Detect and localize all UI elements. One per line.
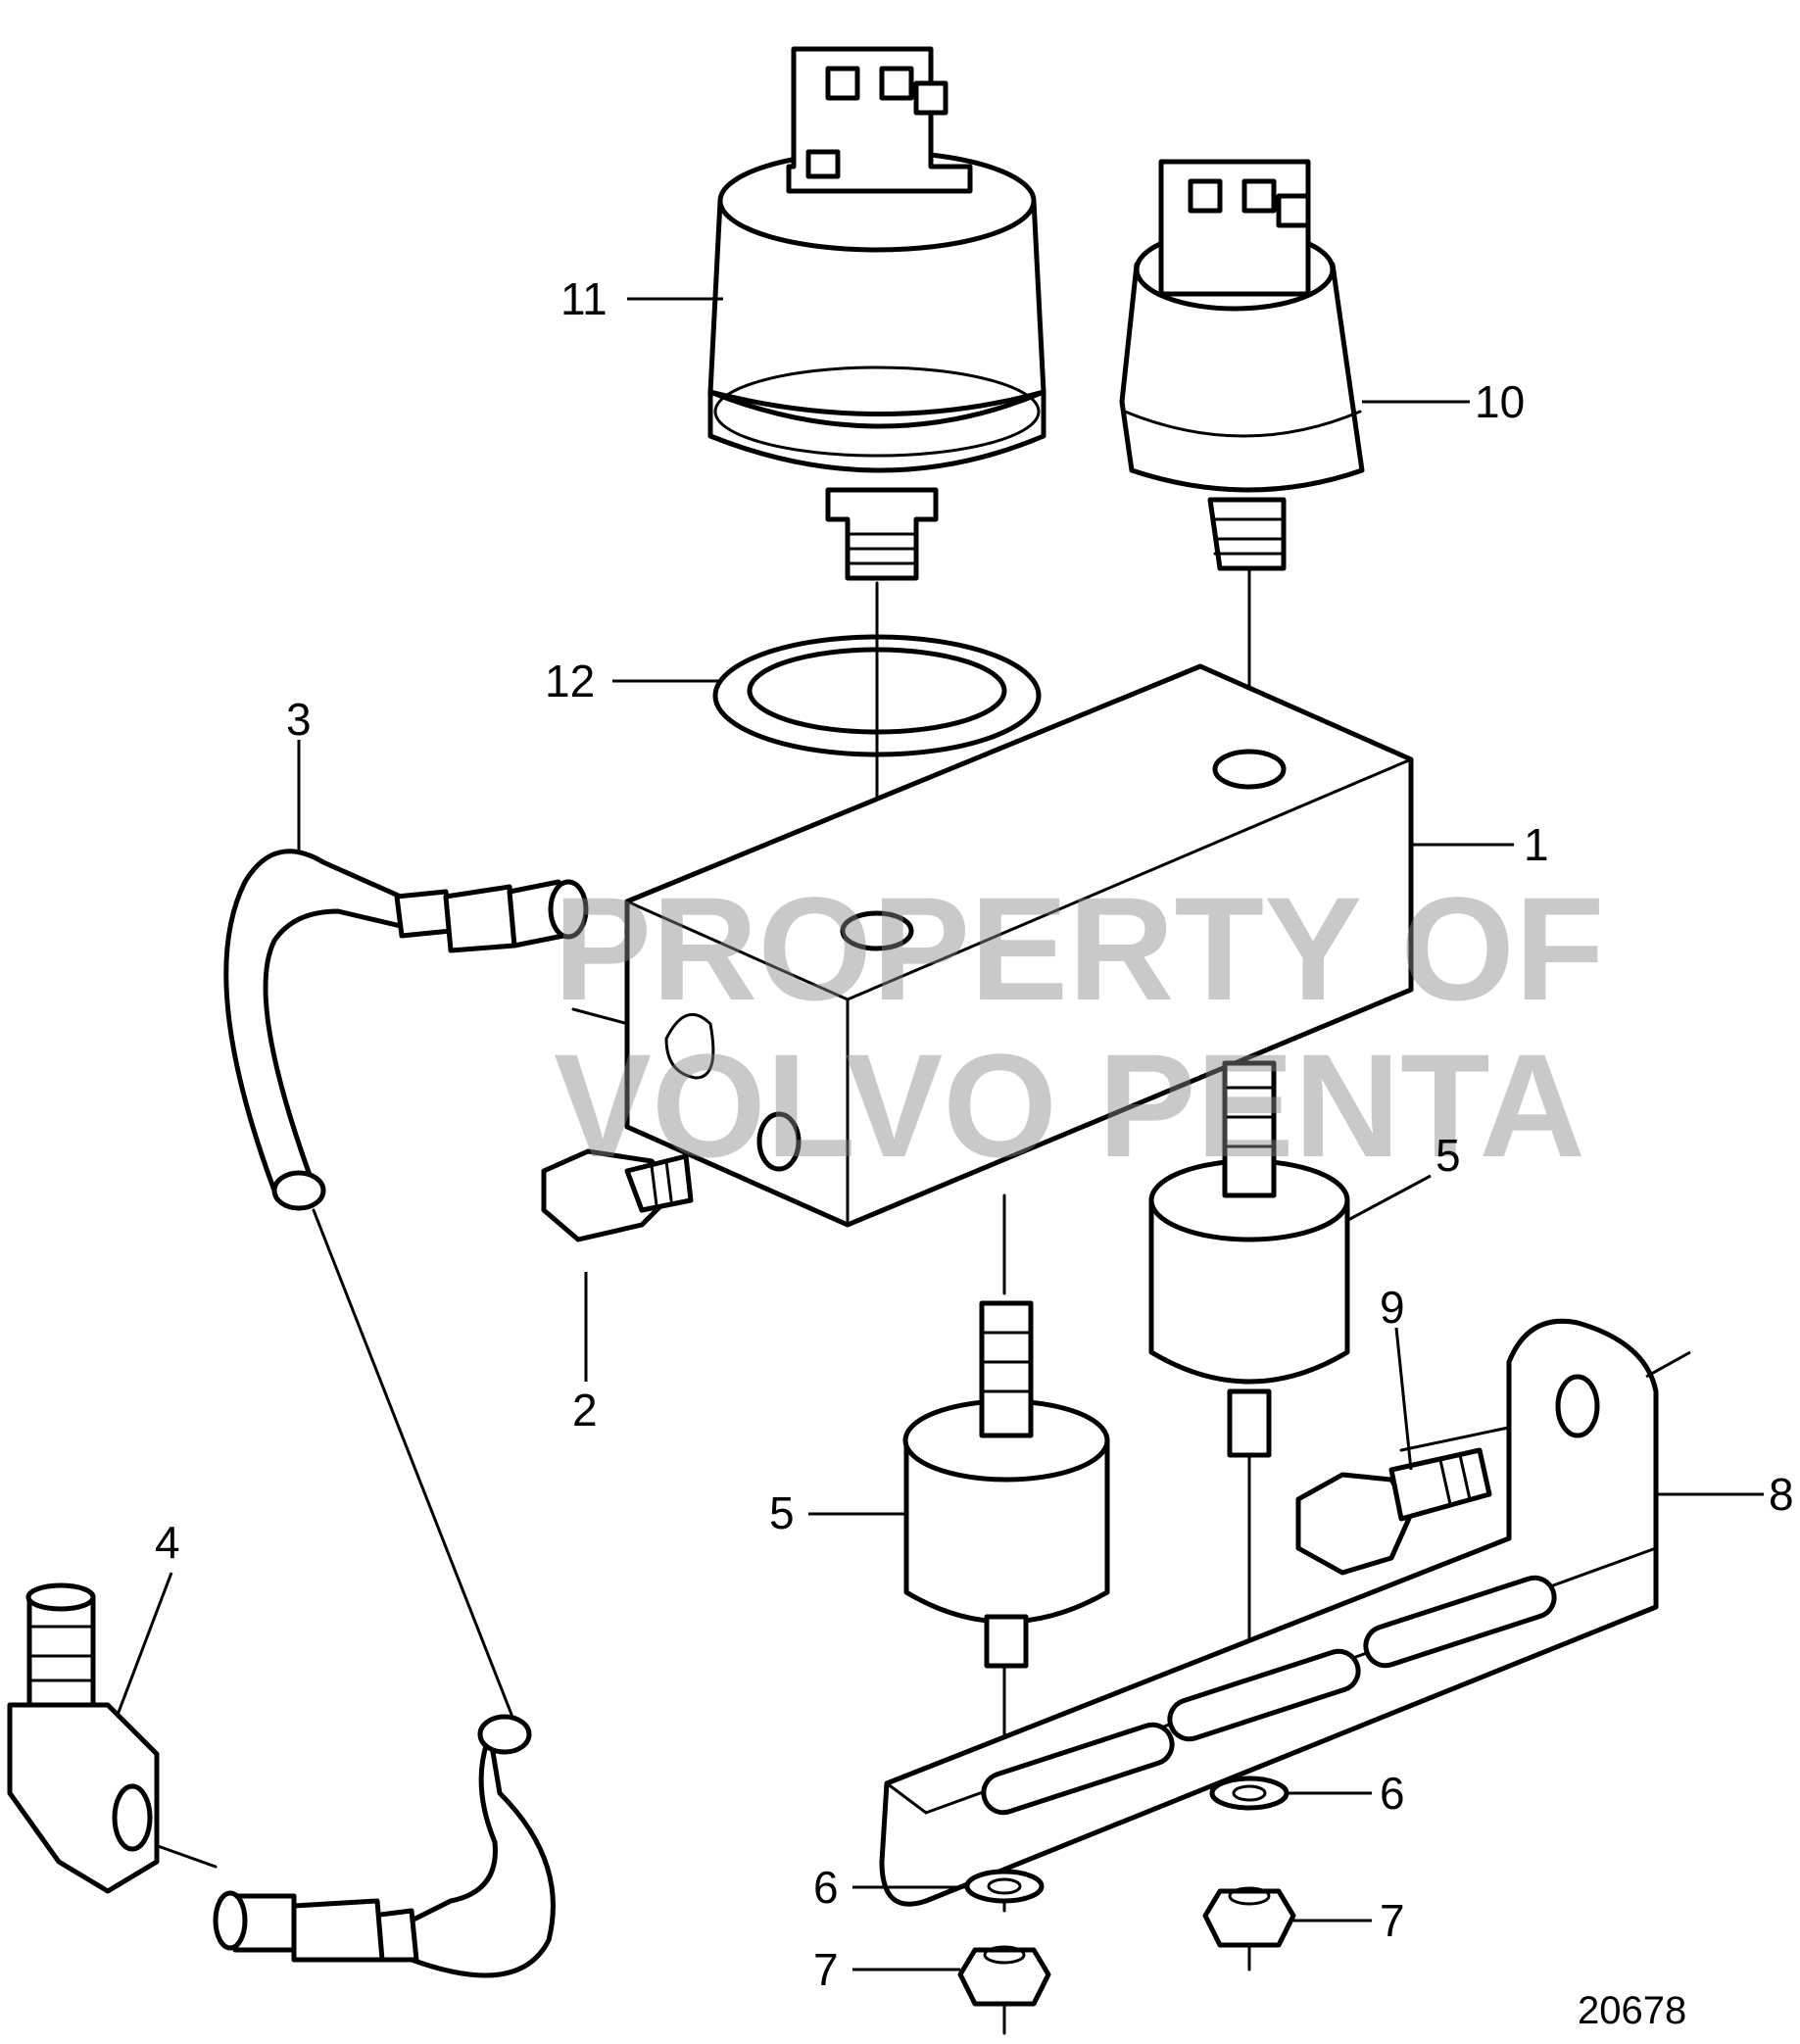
callout-1: 1 <box>1524 819 1549 870</box>
callout-6-right: 6 <box>1380 1768 1405 1819</box>
part-1-manifold-block <box>624 663 1414 1228</box>
callout-5-lower: 5 <box>769 1487 795 1538</box>
part-7-nut-left <box>957 1945 1051 2007</box>
part-8-bracket <box>879 1318 1659 1907</box>
callout-9: 9 <box>1380 1282 1405 1333</box>
watermark-line-2: VOLVO PENTA <box>554 1023 1585 1188</box>
callout-5-upper: 5 <box>1435 1130 1461 1181</box>
part-2-plug-screw <box>541 1148 694 1242</box>
part-9-flange-bolt <box>1295 1447 1492 1576</box>
part-6-washer-right <box>1209 1776 1289 1811</box>
part-5-rubber-mount-lower <box>902 1300 1110 1669</box>
figure-number: 20678 <box>1578 1989 1686 2032</box>
part-3-hose <box>213 849 589 1978</box>
part-10-pressure-switch <box>1119 159 1365 571</box>
watermark: PROPERTY OF VOLVO PENTA <box>554 866 1604 1188</box>
callout-6-left: 6 <box>813 1862 839 1913</box>
callout-7-left: 7 <box>813 1944 839 1995</box>
callout-12: 12 <box>545 656 595 706</box>
callout-8: 8 <box>1769 1469 1794 1520</box>
part-5-rubber-mount-upper <box>1148 1060 1350 1458</box>
callout-3: 3 <box>286 694 312 745</box>
callout-labels: 1 2 3 4 5 5 6 6 7 7 8 9 10 11 12 <box>155 273 1794 1995</box>
part-6-washer-left <box>964 1869 1045 1904</box>
watermark-line-1: PROPERTY OF <box>554 866 1604 1031</box>
part-4-elbow-fitting <box>7 1582 160 1894</box>
callout-11: 11 <box>560 273 608 324</box>
callout-7-right: 7 <box>1380 1895 1405 1946</box>
part-7-nut-right <box>1202 1886 1296 1948</box>
callout-10: 10 <box>1475 376 1525 427</box>
callout-2: 2 <box>572 1385 598 1436</box>
callout-4: 4 <box>155 1517 180 1568</box>
leader-lines <box>116 297 1764 1971</box>
part-11-pressure-sender <box>707 46 1046 581</box>
